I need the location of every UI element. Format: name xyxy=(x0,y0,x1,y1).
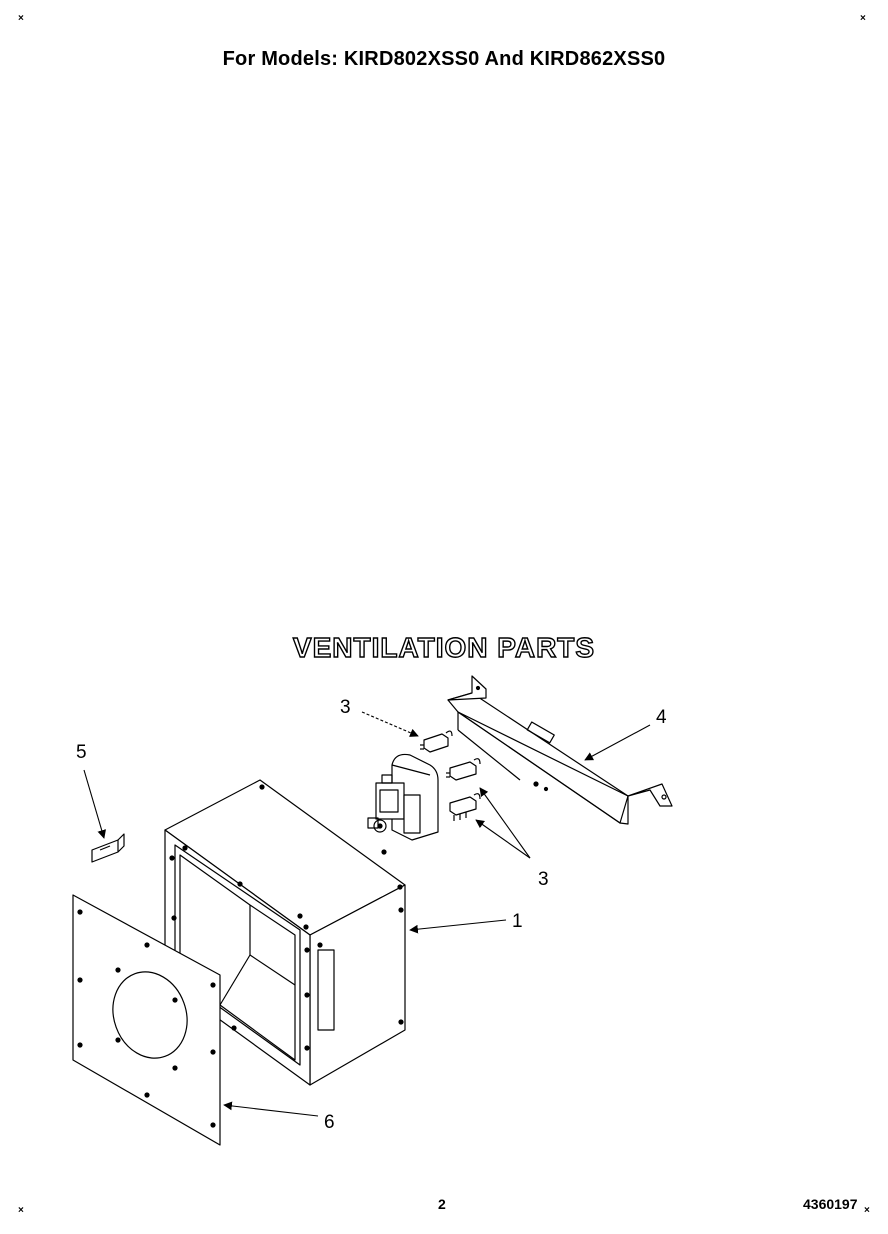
relay-middle xyxy=(446,758,481,781)
corner-mark-br: × xyxy=(864,1205,870,1216)
support-bracket xyxy=(447,675,673,825)
callout-5: 5 xyxy=(76,742,87,763)
clip xyxy=(91,833,125,863)
motor-assembly xyxy=(367,753,439,841)
callout-3-top: 3 xyxy=(340,697,351,718)
leader-lines xyxy=(83,711,651,1117)
relay-bottom xyxy=(449,793,481,821)
models-title: For Models: KIRD802XSS0 And KIRD862XSS0 xyxy=(222,48,666,70)
callout-1: 1 xyxy=(512,911,523,932)
relay-top xyxy=(420,730,453,753)
exploded-parts-diagram: 3 4 5 3 1 6 xyxy=(72,675,673,1146)
corner-mark-bl: × xyxy=(18,1205,24,1216)
housing-box xyxy=(164,779,406,1086)
part-number: 4360197 xyxy=(803,1196,858,1212)
corner-mark-tr: × xyxy=(860,13,866,24)
mounting-plate xyxy=(72,894,221,1146)
section-title: VENTILATION PARTS xyxy=(292,631,596,663)
callout-3-bottom: 3 xyxy=(538,869,549,890)
callout-4: 4 xyxy=(656,707,667,728)
corner-mark-tl: × xyxy=(18,13,24,24)
page-number: 2 xyxy=(438,1196,446,1212)
callout-6: 6 xyxy=(324,1112,335,1133)
